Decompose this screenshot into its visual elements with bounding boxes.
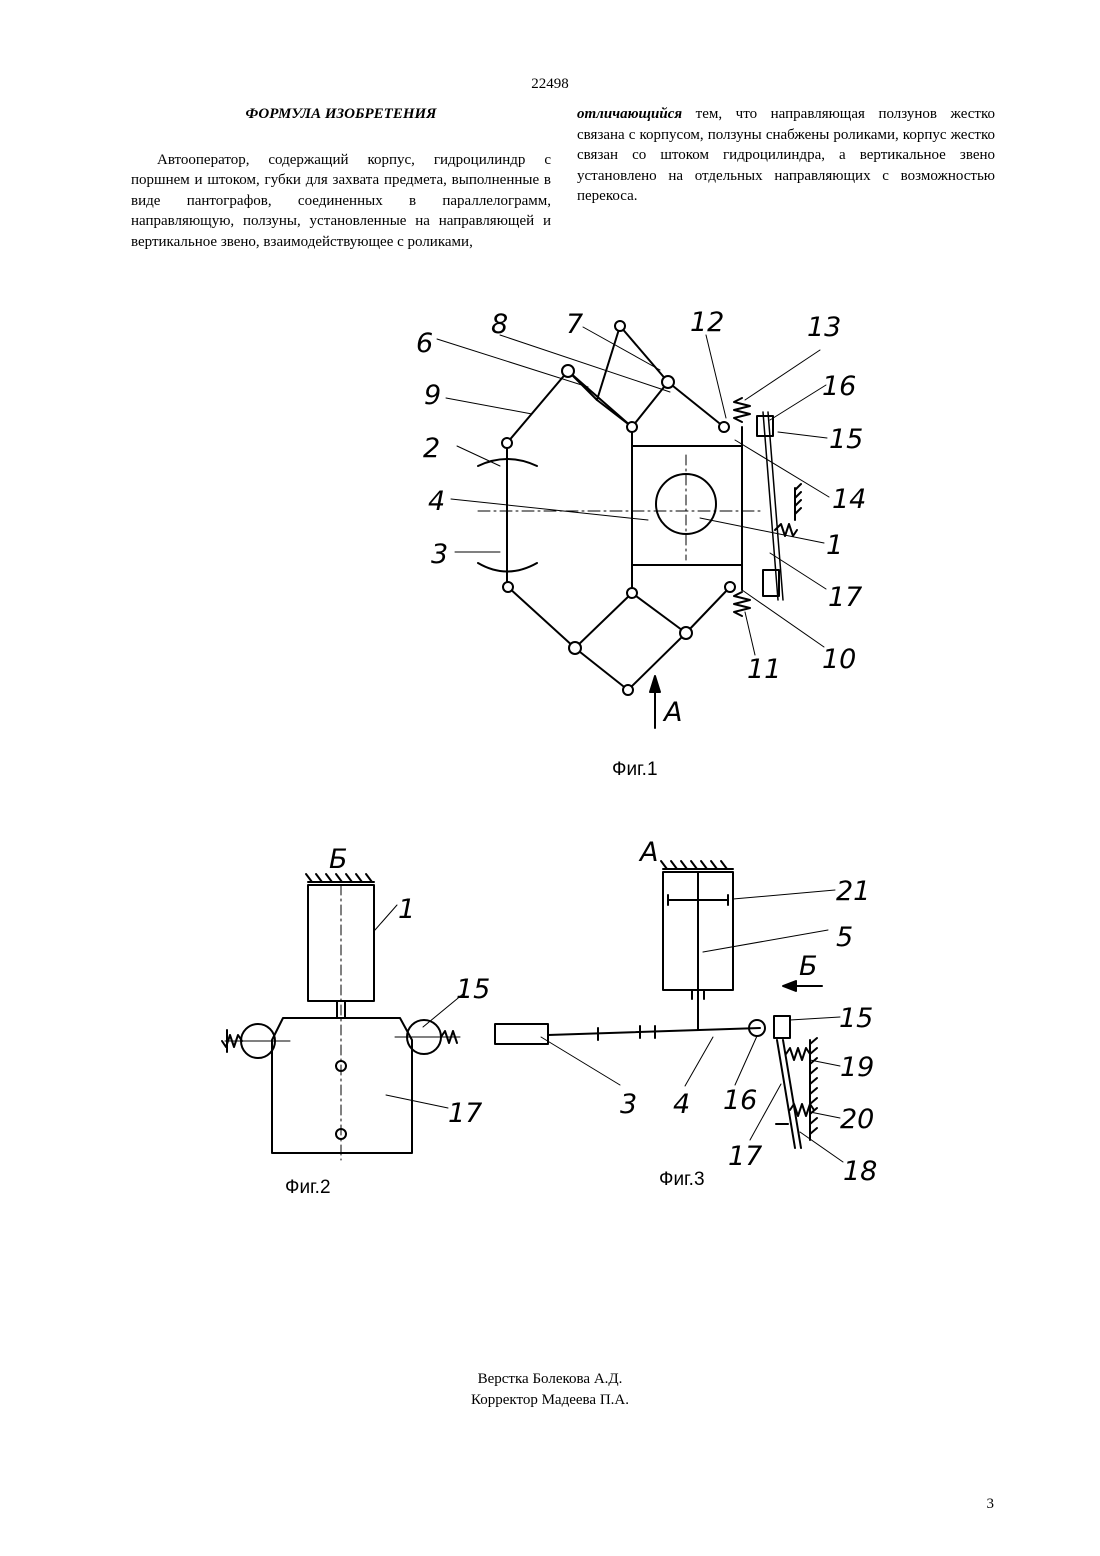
credits-layout: Верстка Болекова А.Д. xyxy=(0,1369,1100,1390)
page-number: 3 xyxy=(987,1496,995,1513)
credits-corrector: Корректор Мадеева П.А. xyxy=(0,1390,1100,1411)
credits: Верстка Болекова А.Д. Корректор Мадеева … xyxy=(0,1369,1100,1411)
fig3-label-3: 3 xyxy=(620,1089,637,1120)
fig3-label-5: 5 xyxy=(836,922,853,953)
fig3-label-17: 17 xyxy=(728,1141,762,1172)
figure-2-drawing xyxy=(222,874,463,1160)
fig1-label-A: A xyxy=(662,697,682,728)
fig2-label-1: 1 xyxy=(398,894,415,925)
fig3-label-15: 15 xyxy=(839,1003,873,1034)
fig2-label-15: 15 xyxy=(456,974,490,1005)
fig1-label-7: 7 xyxy=(566,309,583,340)
fig1-label-11: 11 xyxy=(747,654,781,685)
fig1-label-1: 1 xyxy=(826,530,843,561)
fig3-label-16: 16 xyxy=(723,1085,757,1116)
fig1-label-17: 17 xyxy=(828,582,862,613)
fig1-label-15: 15 xyxy=(829,424,863,455)
fig3-label-4: 4 xyxy=(673,1089,690,1120)
fig1-caption: Фиг.1 xyxy=(612,759,658,780)
fig2-label-B: Б xyxy=(329,844,348,875)
fig1-label-10: 10 xyxy=(822,644,856,675)
fig3-label-18: 18 xyxy=(843,1156,877,1187)
fig2-caption: Фиг.2 xyxy=(285,1177,331,1198)
fig1-label-16: 16 xyxy=(822,371,856,402)
fig2-label-17: 17 xyxy=(448,1098,482,1129)
fig3-label-21: 21 xyxy=(836,876,870,907)
fig1-label-4: 4 xyxy=(428,486,445,517)
fig3-label-20: 20 xyxy=(840,1104,874,1135)
fig1-label-13: 13 xyxy=(807,312,841,343)
fig1-label-9: 9 xyxy=(424,380,441,411)
fig3-caption: Фиг.3 xyxy=(659,1169,705,1190)
fig1-label-3: 3 xyxy=(431,539,448,570)
fig1-label-6: 6 xyxy=(416,328,433,359)
fig3-label-19: 19 xyxy=(840,1052,874,1083)
fig1-label-8: 8 xyxy=(491,309,508,340)
fig3-label-B: Б xyxy=(799,951,818,982)
fig1-label-14: 14 xyxy=(832,484,866,515)
figure-3-drawing xyxy=(495,861,843,1162)
fig1-label-2: 2 xyxy=(423,433,440,464)
fig3-label-A: A xyxy=(638,837,658,868)
fig1-label-12: 12 xyxy=(690,307,724,338)
